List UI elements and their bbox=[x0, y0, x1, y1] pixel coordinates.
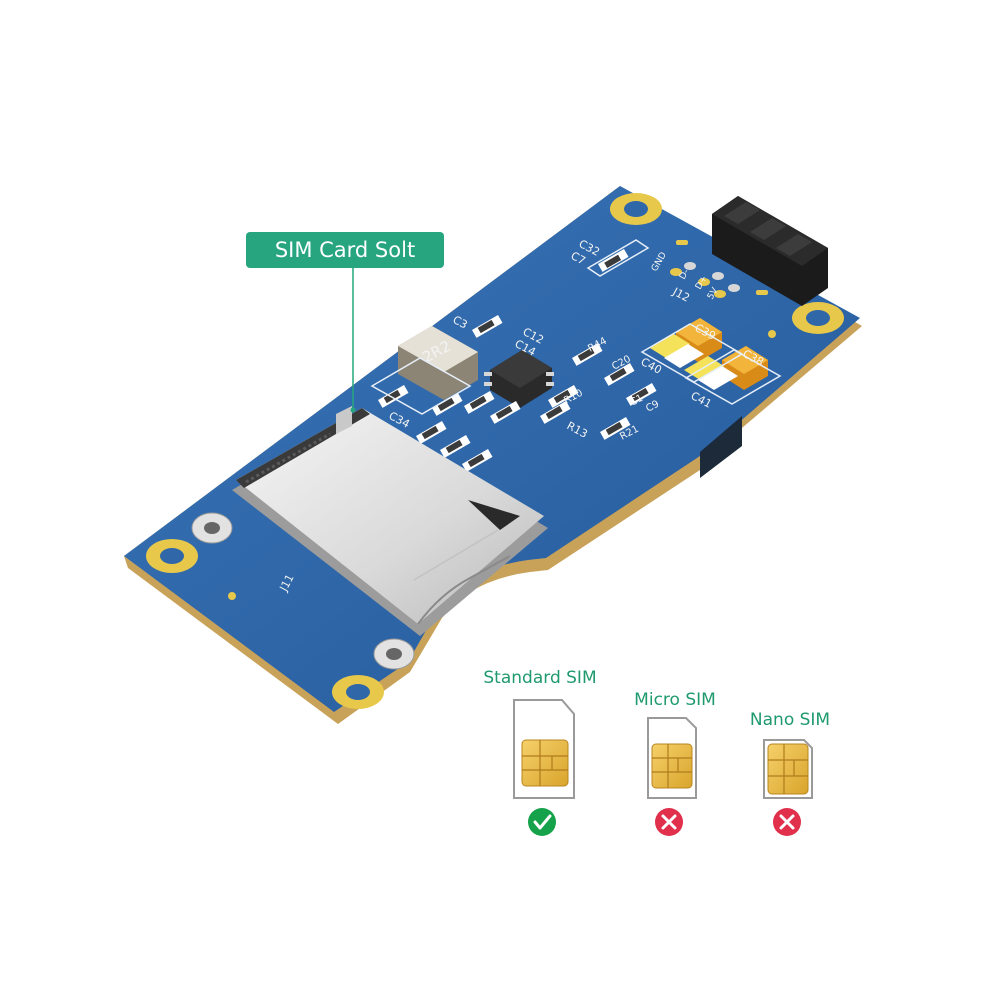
standard-sim-card bbox=[513, 699, 575, 799]
sim-card-slot-callout: SIM Card Solt bbox=[246, 232, 444, 268]
silkscreen-outlines bbox=[370, 239, 782, 415]
mounting-hole-bottom bbox=[332, 675, 384, 709]
label-c7: C7 bbox=[569, 249, 588, 267]
smd-components bbox=[378, 249, 657, 472]
pcb-board: 2R2 bbox=[124, 186, 862, 724]
pcb-surface bbox=[124, 186, 860, 712]
mounting-hole-right bbox=[792, 302, 844, 334]
cross-icon bbox=[655, 808, 683, 836]
screw-post-bottom bbox=[373, 638, 415, 670]
capacitor-c38 bbox=[722, 346, 768, 390]
pin-label-dminus: D- bbox=[678, 268, 692, 282]
screw-post-left bbox=[191, 512, 233, 544]
pin-pads bbox=[670, 240, 768, 298]
mounting-hole-left bbox=[146, 539, 198, 573]
check-icon bbox=[528, 808, 556, 836]
ic-chip bbox=[484, 350, 554, 408]
nano-sim-label: Nano SIM bbox=[749, 710, 831, 730]
sim-card-slot bbox=[232, 406, 548, 636]
standard-sim-label: Standard SIM bbox=[483, 668, 597, 688]
nano-sim-card bbox=[763, 739, 813, 799]
cross-icon bbox=[773, 808, 801, 836]
mounting-hole-top bbox=[610, 193, 662, 225]
pin-header-connector bbox=[712, 196, 828, 306]
micro-sim-label: Micro SIM bbox=[634, 690, 716, 710]
micro-sim-card bbox=[647, 717, 697, 799]
label-c3: C3 bbox=[451, 313, 470, 331]
